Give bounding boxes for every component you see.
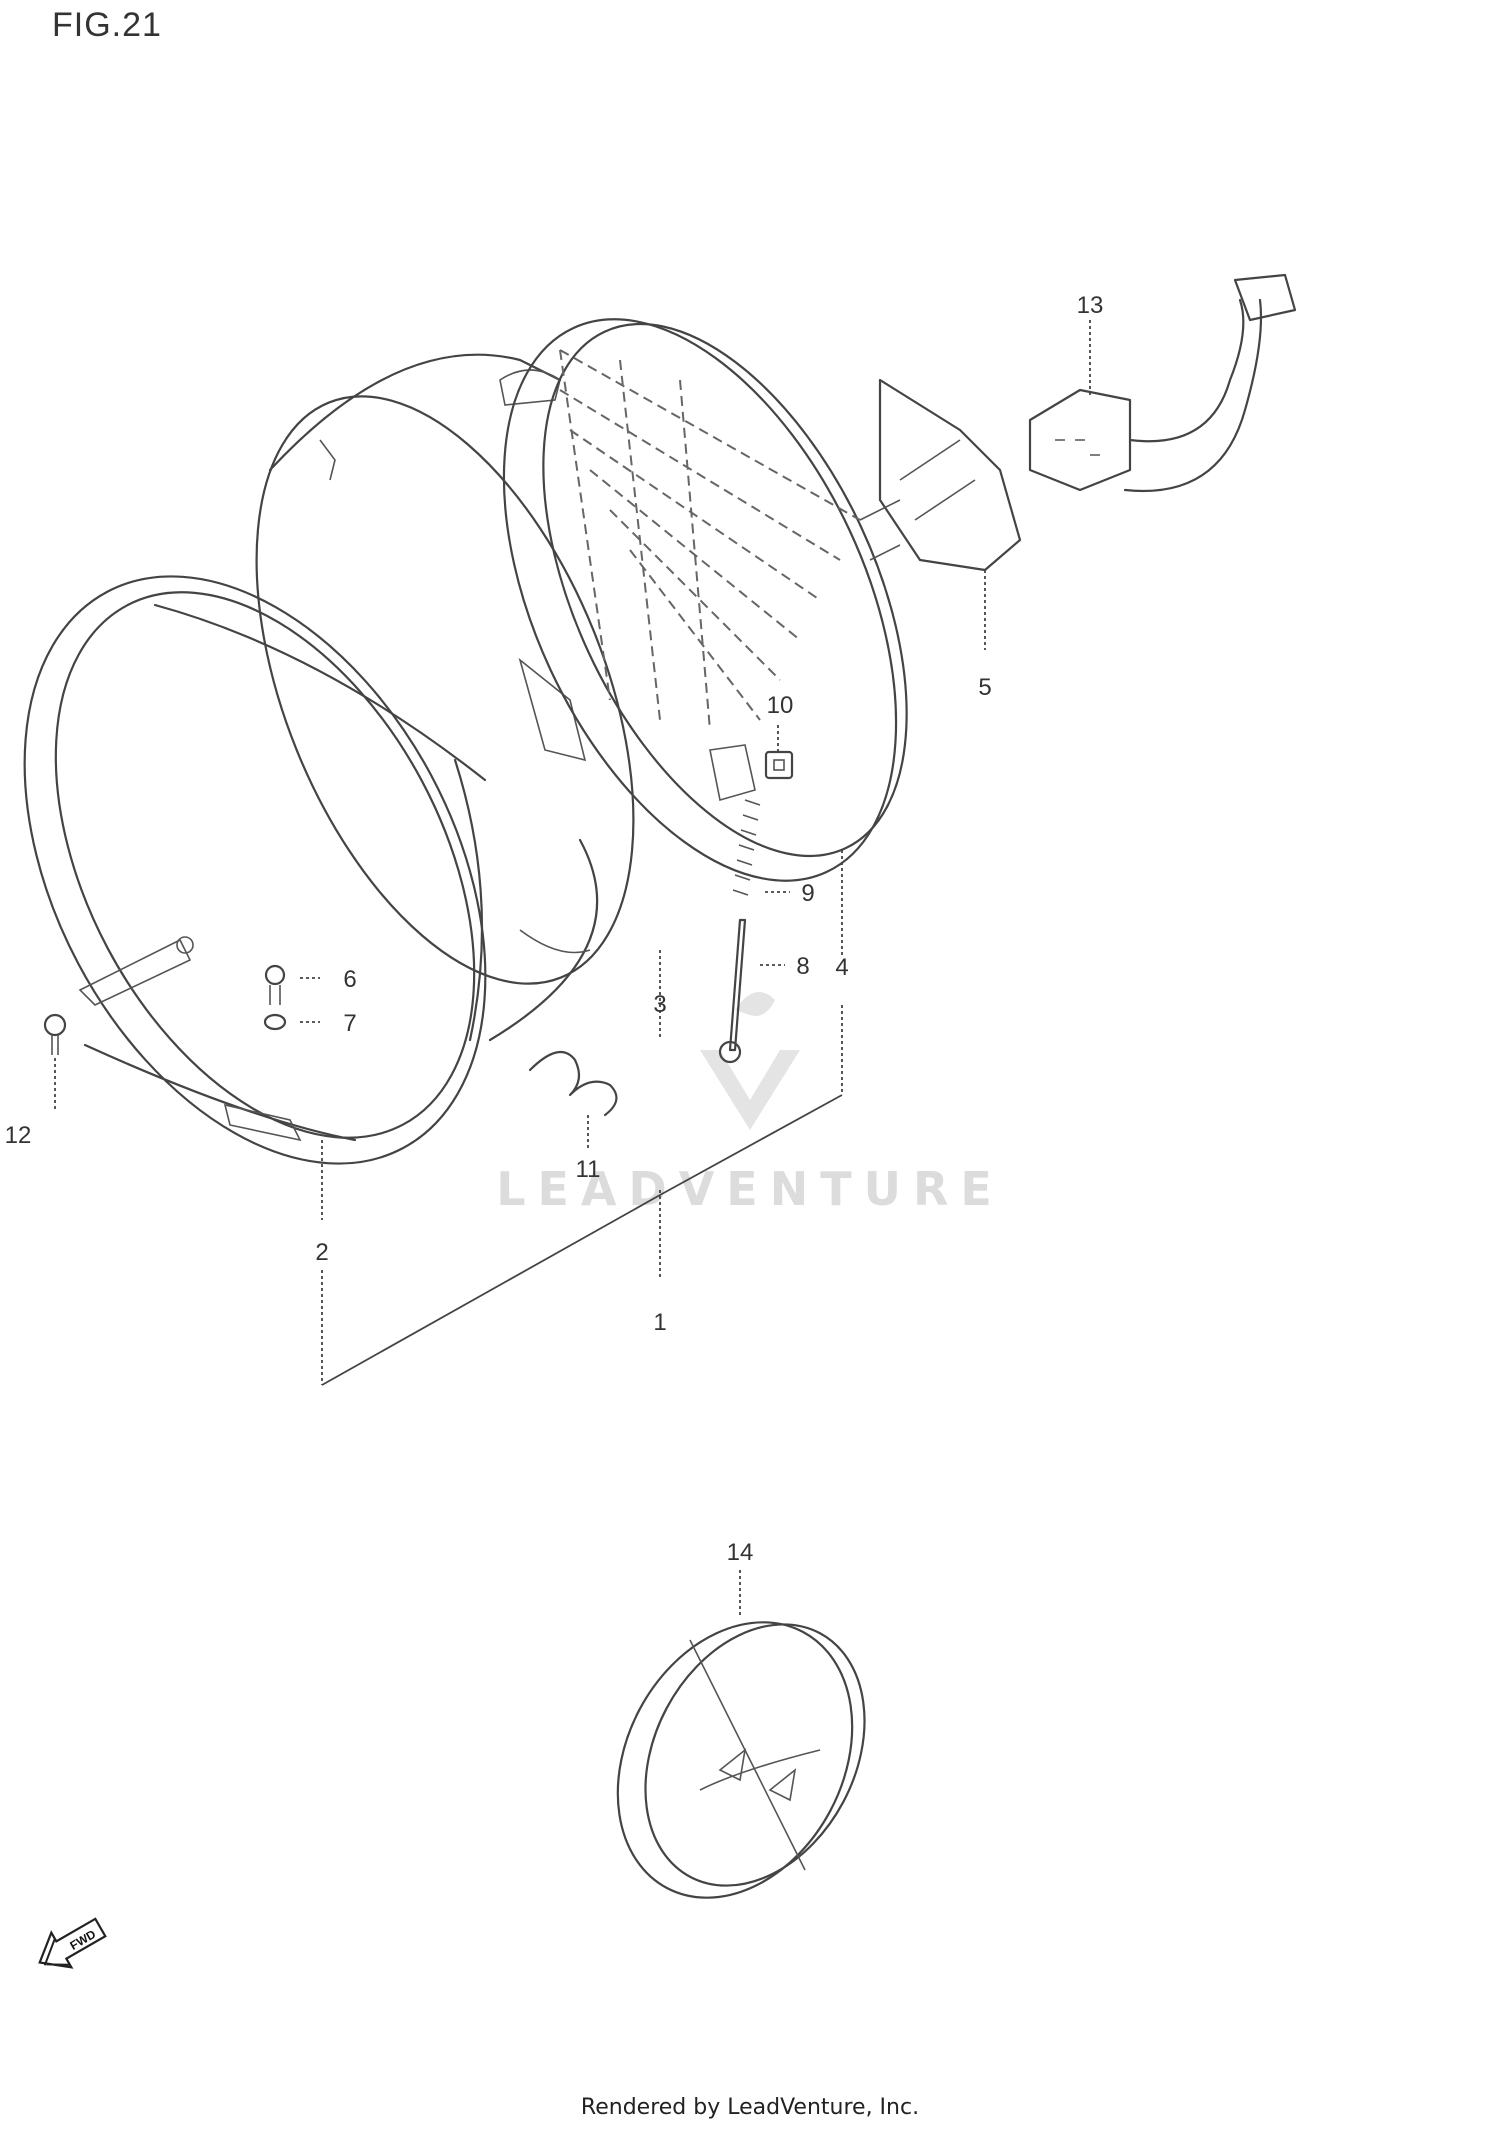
- callout-14: 14: [727, 1539, 754, 1566]
- callout-8: 8: [796, 953, 809, 980]
- part-10-nut: [764, 750, 794, 780]
- callout-13: 13: [1077, 292, 1104, 319]
- callouts: 1 2 3 4 5 6 7 8 9 10 11 12 13 14: [5, 292, 1104, 1566]
- part-11-wire-clip: [528, 1050, 618, 1117]
- part-12-screw: [43, 1013, 67, 1055]
- callout-1: 1: [653, 1309, 666, 1336]
- part-14-bulb: [616, 1621, 866, 1899]
- callout-10: 10: [767, 692, 794, 719]
- callout-6: 6: [343, 966, 356, 993]
- watermark-text: LEADVENTURE: [496, 1162, 1004, 1216]
- part-8-adjust-screw: [718, 918, 747, 1064]
- part-3-housing: [255, 353, 635, 1042]
- callout-3: 3: [653, 991, 666, 1018]
- part-4-sealed-beam: [502, 318, 908, 882]
- callout-12: 12: [5, 1122, 32, 1149]
- fwd-arrow-icon: FWD: [38, 1917, 107, 1969]
- callout-5: 5: [978, 674, 991, 701]
- callout-2: 2: [315, 1239, 328, 1266]
- footer-credit: Rendered by LeadVenture, Inc.: [580, 2095, 920, 2120]
- callout-4: 4: [835, 954, 848, 981]
- figure-title: FIG.21: [52, 6, 162, 44]
- leader-lines: [54, 320, 1091, 1615]
- part-13-connector: [1028, 273, 1297, 493]
- part-6-screw: [264, 964, 286, 1005]
- part-7-washer: [263, 1013, 287, 1031]
- part-2-rim: [23, 575, 487, 1165]
- leadventure-logo: [700, 992, 800, 1130]
- callout-11: 11: [576, 1156, 601, 1183]
- callout-7: 7: [343, 1010, 356, 1037]
- part-5-socket: [859, 378, 1022, 572]
- part-9-spring: [732, 799, 761, 896]
- callout-9: 9: [801, 880, 814, 907]
- leadventure-watermark: LEADVENTURE: [496, 992, 1004, 1216]
